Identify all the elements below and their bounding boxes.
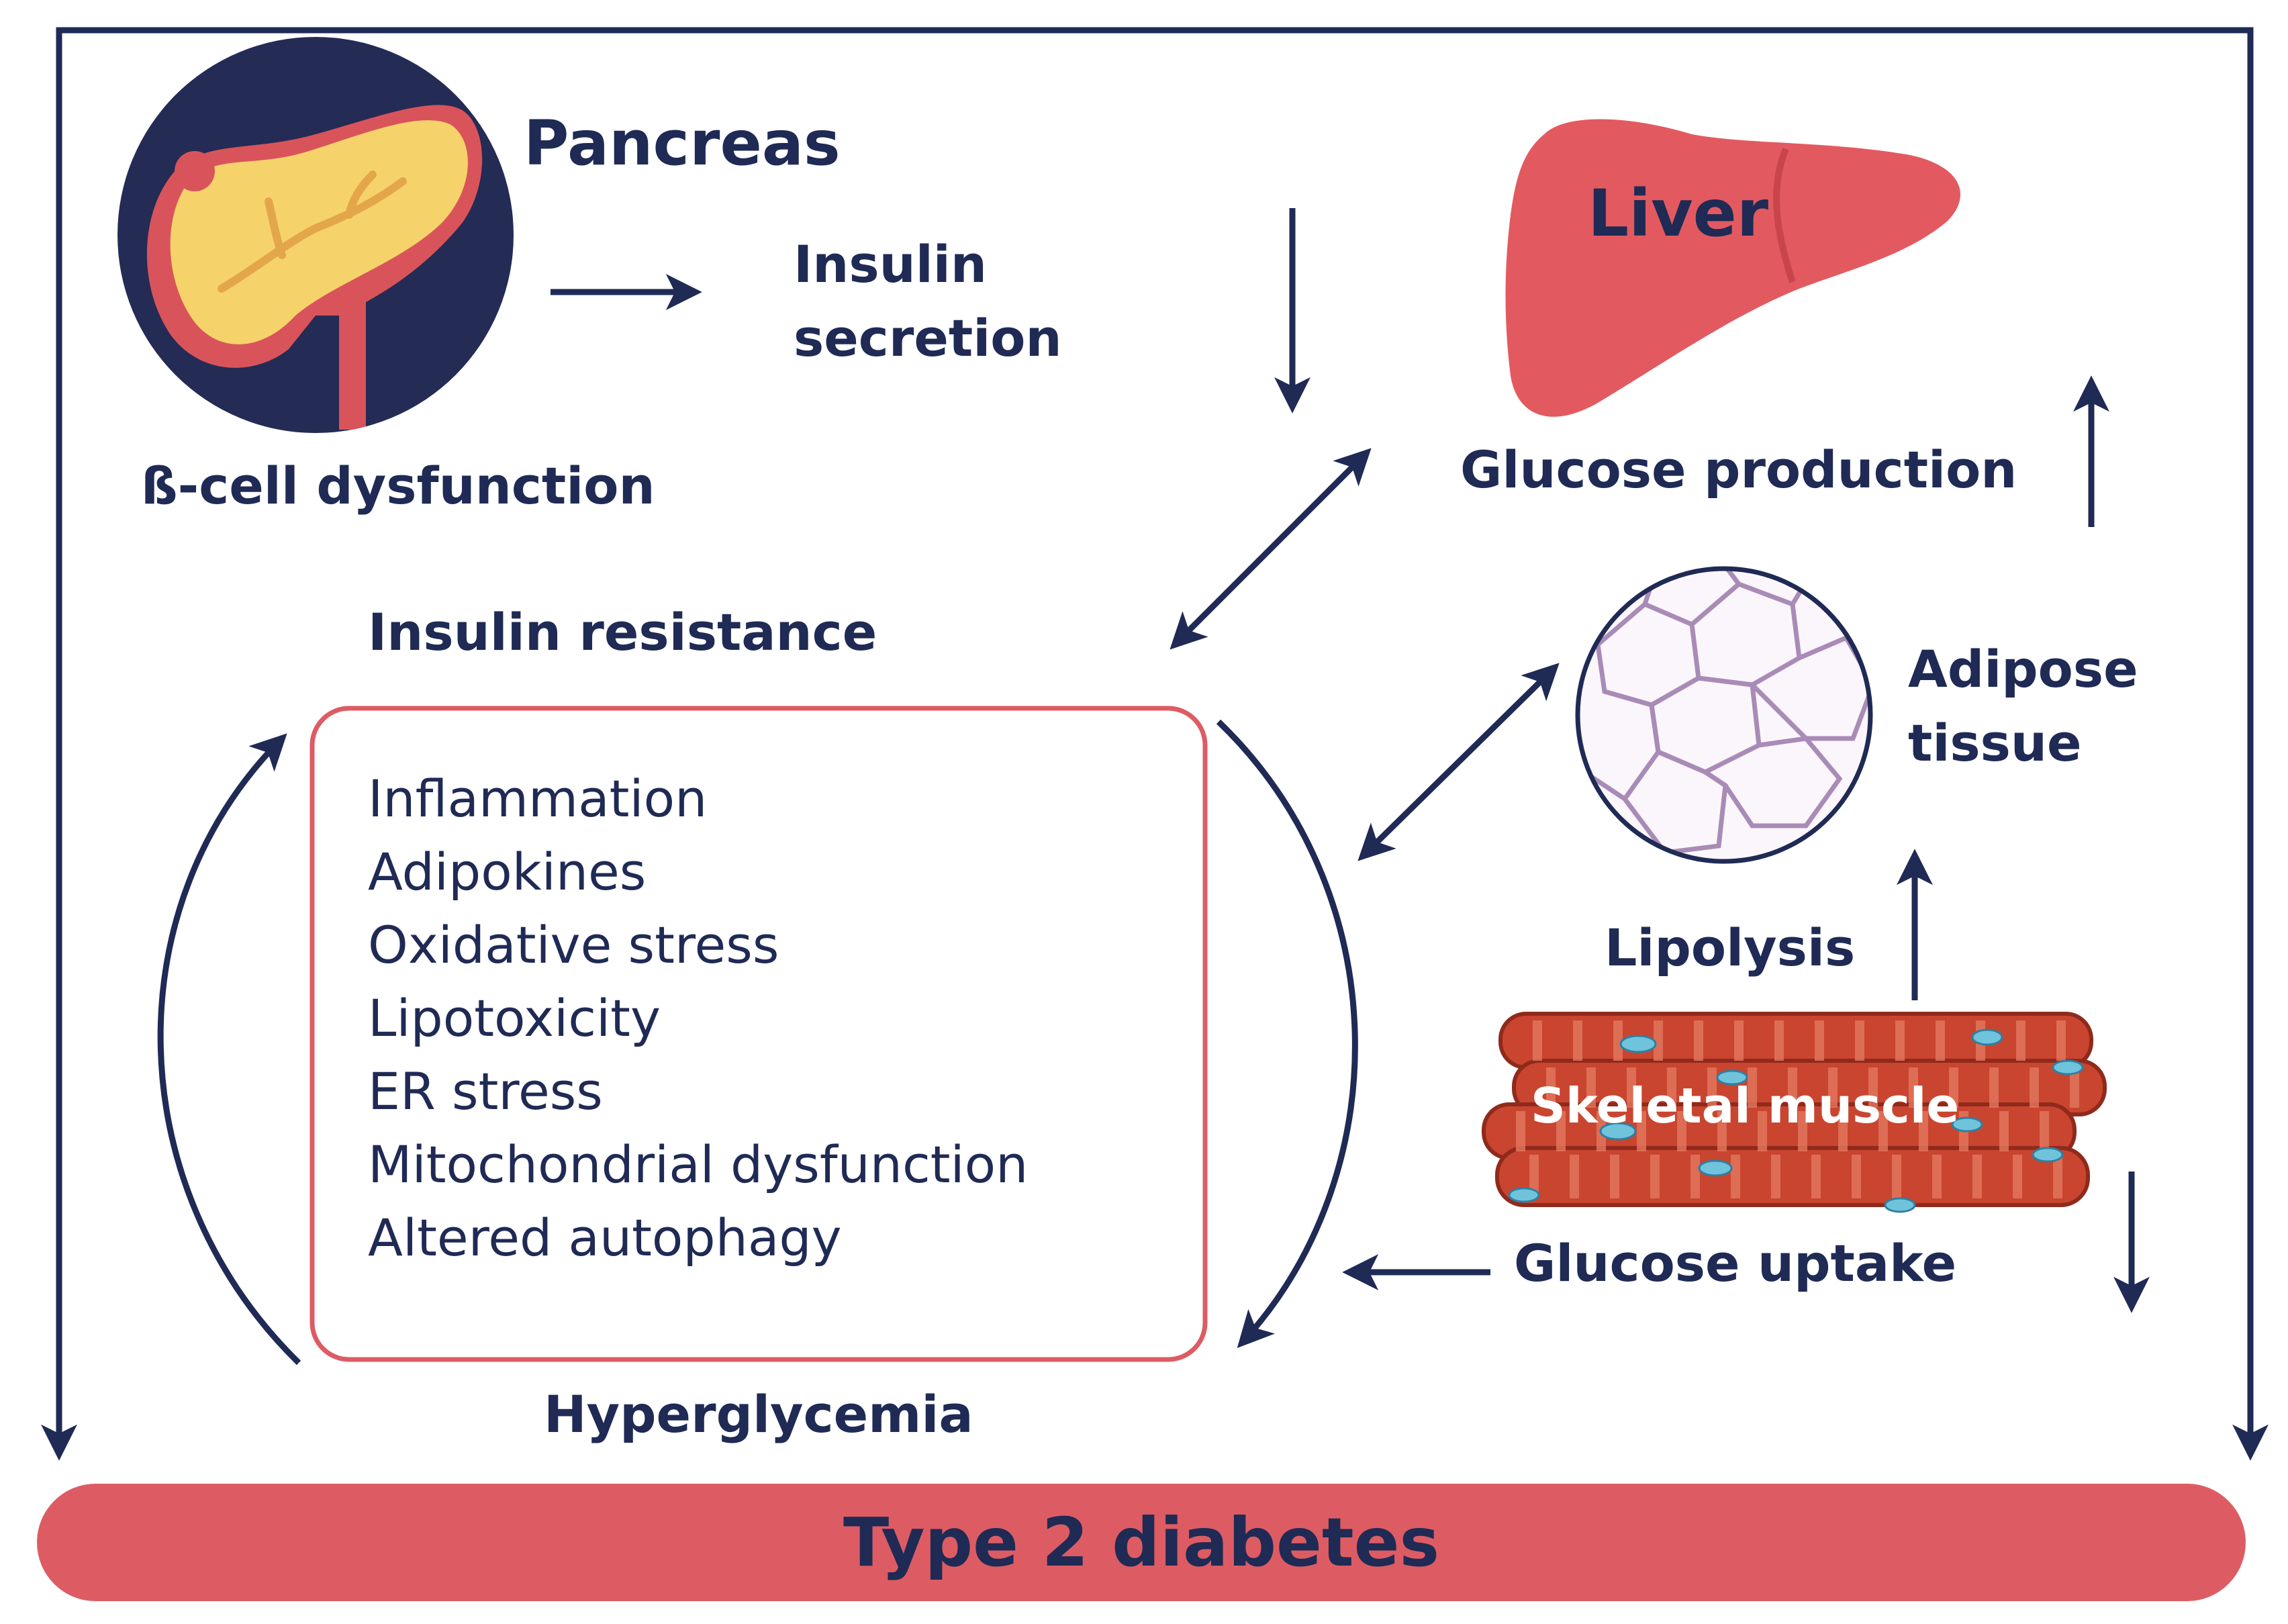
label-insulin-resistance: Insulin resistance xyxy=(368,602,877,662)
factors-list: Inflammation Adipokines Oxidative stress… xyxy=(368,762,1028,1274)
label-hyperglycemia: Hyperglycemia xyxy=(544,1384,973,1444)
factor-item: Mitochondrial dysfunction xyxy=(368,1135,1029,1194)
label-adipose-line2: tissue xyxy=(1908,713,2082,773)
label-lipolysis: Lipolysis xyxy=(1605,918,1856,977)
banner-label: Type 2 diabetes xyxy=(843,1503,1440,1582)
factor-item: Altered autophagy xyxy=(368,1208,842,1268)
factor-item: Oxidative stress xyxy=(368,915,779,975)
arrow-curve-left-up xyxy=(157,733,301,1366)
label-glucose-uptake: Glucose uptake xyxy=(1514,1233,1957,1293)
label-beta-cell-dysfunction: ß-cell dysfunction xyxy=(141,456,655,516)
label-liver: Liver xyxy=(1588,176,1769,251)
arrow-liver-resistance-bidirectional xyxy=(1170,448,1372,650)
factor-item: Inflammation xyxy=(368,769,708,828)
arrow-adipose-box-bidirectional xyxy=(1357,663,1560,861)
label-glucose-production: Glucose production xyxy=(1460,440,2017,499)
frame-line xyxy=(41,27,2269,1461)
type2-diabetes-banner: Type 2 diabetes xyxy=(37,1484,2246,1601)
factor-item: ER stress xyxy=(368,1061,603,1121)
label-adipose-line1: Adipose xyxy=(1908,639,2138,699)
skeletal-muscle-icon xyxy=(1482,1012,2107,1213)
factors-box xyxy=(309,706,1208,1362)
label-skeletal-muscle: Skeletal muscle xyxy=(1531,1078,1960,1134)
label-insulin-secretion-line1: Insulin xyxy=(794,234,987,294)
label-insulin-secretion-line2: secretion xyxy=(794,308,1062,368)
adipose-tissue-icon xyxy=(1575,566,1873,864)
liver-icon xyxy=(1505,119,1960,417)
pancreas-icon xyxy=(117,37,514,433)
factor-item: Lipotoxicity xyxy=(368,988,661,1048)
arrow-curve-right-down xyxy=(1216,719,1358,1348)
label-pancreas: Pancreas xyxy=(524,107,841,179)
factor-item: Adipokines xyxy=(368,842,647,902)
arrows xyxy=(157,208,2150,1366)
